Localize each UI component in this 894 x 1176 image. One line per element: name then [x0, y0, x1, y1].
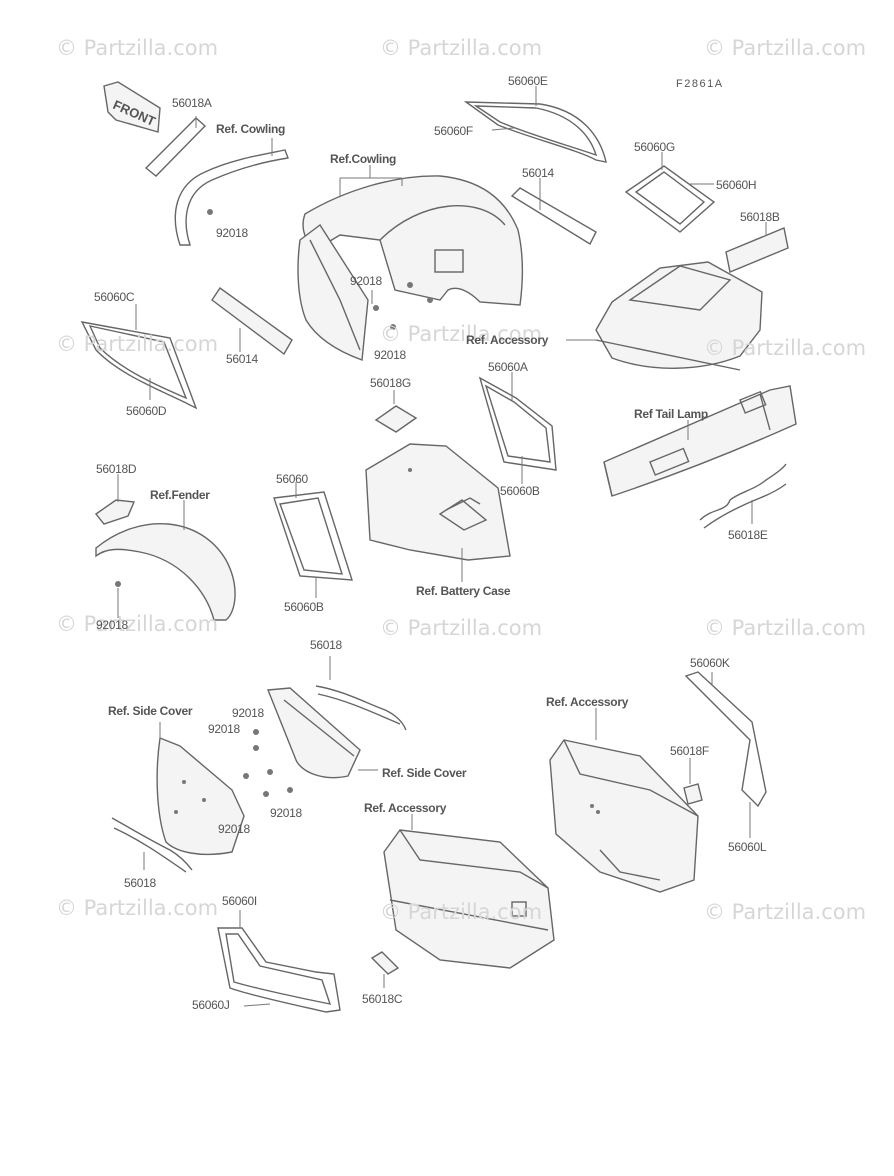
part-label: 56014 — [522, 166, 554, 180]
saddlebag-right — [549, 739, 699, 893]
decal-56018G — [374, 405, 418, 433]
part-label: 56060A — [488, 360, 528, 374]
part-label: 56018G — [370, 376, 411, 390]
decal-56060G — [624, 165, 716, 233]
watermark: © Partzilla.com — [380, 36, 543, 60]
watermark: © Partzilla.com — [380, 322, 543, 346]
part-label: 56060G — [634, 140, 675, 154]
decal-56018-a — [315, 685, 407, 731]
decal-56018F — [683, 783, 703, 805]
watermark: © Partzilla.com — [56, 36, 219, 60]
part-label: 56060B — [500, 484, 540, 498]
decal-56060A — [478, 376, 557, 471]
decal-56060E — [463, 101, 607, 163]
watermark: © Partzilla.com — [704, 336, 867, 360]
rear-fender — [95, 523, 236, 621]
part-label: 56018D — [96, 462, 137, 476]
part-label: 56018B — [740, 210, 780, 224]
side-cover-right — [267, 687, 361, 779]
front-arrow-sign: FRONT — [103, 81, 161, 133]
decal-56014-a — [510, 187, 597, 245]
side-cover-left — [156, 737, 245, 856]
part-label: 56060L — [728, 840, 767, 854]
ref-label: Ref.Cowling — [330, 152, 397, 166]
part-label: 56060I — [222, 894, 257, 908]
part-label: 56018A — [172, 96, 212, 110]
part-label: 56018 — [310, 638, 342, 652]
part-label: 56018F — [670, 744, 709, 758]
watermark: © Partzilla.com — [56, 896, 219, 920]
decal-56018D — [94, 499, 136, 525]
decal-56018E — [699, 463, 787, 529]
part-label: 92018 — [232, 706, 264, 720]
part-label: 56060E — [508, 74, 548, 88]
decal-56014-b — [211, 287, 293, 356]
decal-56060D — [88, 325, 188, 400]
ref-label: Ref. Cowling — [216, 122, 286, 136]
part-label: 92018 — [374, 348, 406, 362]
ref-label: Ref. Side Cover — [108, 704, 193, 718]
ref-label: Ref. Battery Case — [416, 584, 511, 598]
decal-56060F — [473, 105, 598, 157]
part-label: 56060D — [126, 404, 167, 418]
watermark: © Partzilla.com — [704, 900, 867, 924]
battery-case — [365, 443, 511, 561]
decal-56018C — [370, 951, 400, 975]
fairing-cowling — [297, 175, 524, 361]
part-label: 92018 — [208, 722, 240, 736]
part-label: 56018E — [728, 528, 768, 542]
watermark: © Partzilla.com — [380, 900, 543, 924]
ref-label: Ref. Accessory — [364, 801, 447, 815]
part-label: 56060C — [94, 290, 135, 304]
part-label: 56060 — [276, 472, 308, 486]
part-label: 56018 — [124, 876, 156, 890]
decal-56018A — [144, 117, 207, 177]
ref-label: Ref Tail Lamp — [634, 407, 708, 421]
part-label: 92018 — [350, 274, 382, 288]
decal-56060K — [684, 671, 767, 808]
decal-56060I — [217, 927, 341, 1013]
part-label: 92018 — [270, 806, 302, 820]
part-label: 56060F — [434, 124, 473, 138]
part-label: 56060J — [192, 998, 230, 1012]
watermark: © Partzilla.com — [704, 616, 867, 640]
part-label: 92018 — [218, 822, 250, 836]
cowling-trim-strip — [174, 149, 289, 246]
watermark: © Partzilla.com — [704, 36, 867, 60]
decal-56060 — [273, 491, 353, 581]
tail-trunk — [595, 261, 763, 371]
part-label: 56060H — [716, 178, 757, 192]
part-label: 56014 — [226, 352, 258, 366]
decal-56018B — [725, 227, 789, 273]
watermark: © Partzilla.com — [380, 616, 543, 640]
part-label: 56060K — [690, 656, 730, 670]
ref-label: Ref. Accessory — [466, 333, 549, 347]
tail-lamp — [603, 385, 797, 497]
watermark: © Partzilla.com — [56, 332, 219, 356]
ref-label: Ref. Accessory — [546, 695, 629, 709]
watermark: © Partzilla.com — [56, 612, 219, 636]
ref-label: Ref. Side Cover — [382, 766, 467, 780]
saddlebag-left — [383, 829, 555, 969]
decal-56018-b — [111, 817, 193, 873]
figure-code: F2861A — [676, 78, 724, 90]
part-label: 56060B — [284, 600, 324, 614]
decal-56060J — [225, 933, 332, 1005]
part-label: 56018C — [362, 992, 403, 1006]
part-label: 92018 — [96, 618, 128, 632]
part-label: 92018 — [216, 226, 248, 240]
ref-label: Ref.Fender — [150, 488, 210, 502]
